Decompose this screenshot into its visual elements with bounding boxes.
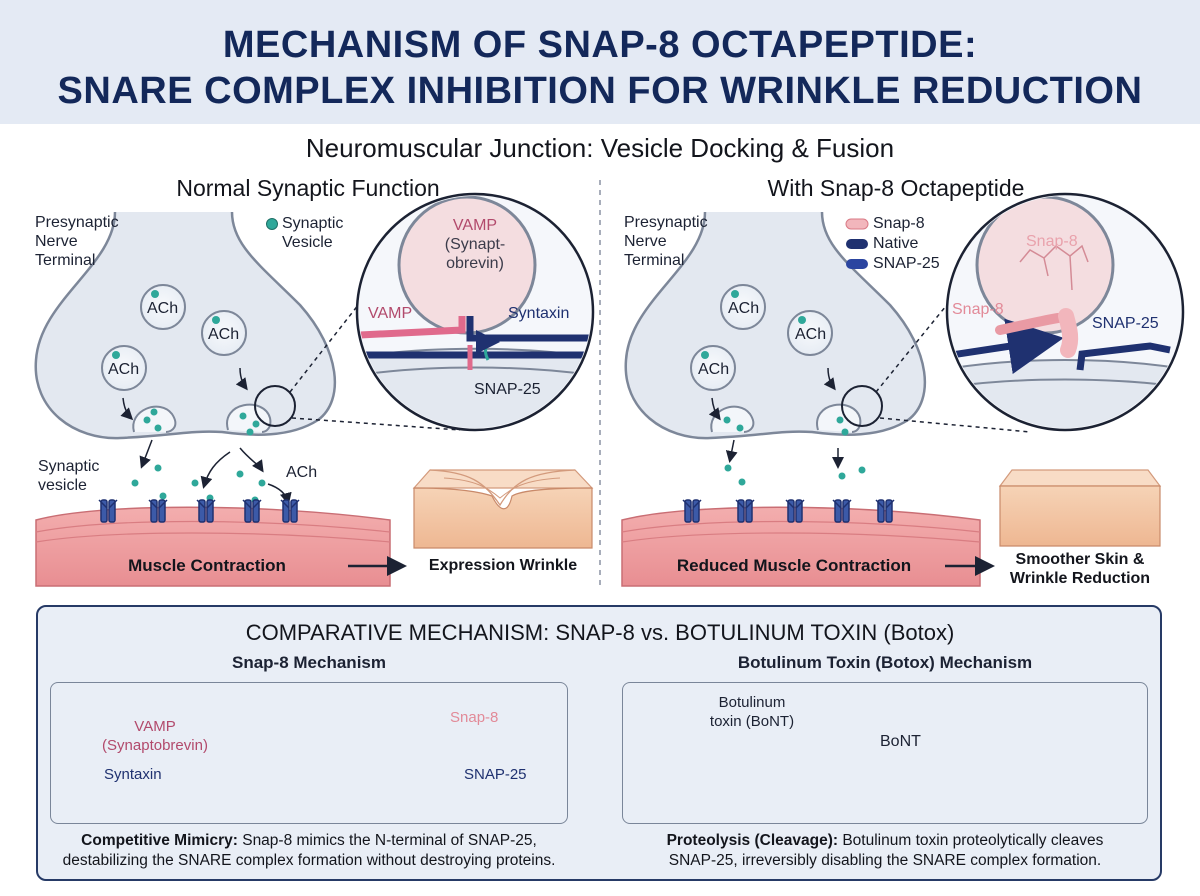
title-band (0, 0, 1200, 124)
normal-receptors (98, 499, 300, 523)
zoom-snap25-label: SNAP-25 (1092, 315, 1159, 332)
smoother-skin-label: Smoother Skin & Wrinkle Reduction (990, 550, 1170, 588)
normal-muscle (35, 506, 391, 587)
legend-snap25: SNAP-25 (873, 255, 940, 272)
terminal-label-line3: Terminal (35, 252, 96, 269)
page-title-line1: MECHANISM OF SNAP-8 OCTAPEPTIDE: (222, 24, 978, 66)
comparison-panel (36, 605, 1162, 881)
vamp-name-line2: (Synapt- (444, 236, 506, 253)
ach-label: ACh (208, 326, 240, 343)
muscle-contraction-label: Muscle Contraction (128, 556, 286, 575)
ach-release-label: ACh (286, 464, 318, 481)
botox-caption-rest: Botulinum toxin proteolytically cleaves (838, 832, 1104, 849)
cmp-vamp-line1: VAMP (134, 718, 176, 735)
bont-arrow-label: BoNT (880, 733, 921, 750)
wrinkle-skin-block (412, 469, 594, 549)
snap8-caption-rest: Snap-8 mimics the N-terminal of SNAP-25, (237, 832, 537, 849)
terminal-label-line1: Presynaptic (624, 214, 708, 231)
normal-zoom-marker (254, 385, 296, 427)
normal-panel-heading: Normal Synaptic Function (176, 175, 440, 201)
zoom-snap25-label: SNAP-25 (474, 381, 541, 398)
botox-caption-bold: Proteolysis (Cleavage): (666, 832, 839, 849)
vesicle-legend-dot (266, 218, 278, 230)
zoom-snap8-left-label: Snap-8 (952, 301, 1004, 318)
botox-mechanism-box (622, 682, 1148, 824)
legend-snap8: Snap-8 (873, 215, 925, 232)
snap8-receptors (682, 499, 895, 523)
snap8-mechanism-box (50, 682, 568, 824)
botulinum-toxin-label: Botulinum toxin (BoNT) (697, 693, 807, 731)
snap8-zoom-marker (841, 385, 883, 427)
synaptic-vesicle-line1: Synaptic (38, 458, 100, 475)
zoom-vamp-label: VAMP (368, 305, 413, 322)
vamp-name-line1: VAMP (452, 217, 498, 234)
snap8-muscle (621, 506, 981, 587)
terminal-label-line2: Nerve (624, 233, 667, 250)
zoom-syntaxin-label: Syntaxin (508, 305, 570, 322)
page-title-line2: SNARE COMPLEX INHIBITION FOR WRINKLE RED… (57, 70, 1143, 112)
toxin-label-line1: Botulinum (718, 694, 786, 711)
normal-terminal-label: Presynaptic Nerve Terminal (35, 213, 119, 270)
outcome-line1: Smoother Skin & (1015, 551, 1145, 568)
terminal-label-line3: Terminal (624, 252, 685, 269)
legend-native: Native (873, 235, 919, 252)
cmp-snap25-label: SNAP-25 (464, 766, 527, 783)
outcome-line2: Wrinkle Reduction (1009, 570, 1151, 587)
comparison-title: COMPARATIVE MECHANISM: SNAP-8 vs. BOTULI… (245, 620, 955, 645)
synaptic-vesicle-line2: vesicle (38, 477, 87, 494)
vamp-name-line3: obrevin) (446, 255, 504, 272)
legend-vesicle-line1: Synaptic (282, 215, 344, 232)
ach-label: ACh (147, 300, 179, 317)
ach-label: ACh (698, 361, 730, 378)
cmp-syntaxin-label: Syntaxin (104, 766, 162, 783)
zoom-snap8-top-label: Snap-8 (1026, 233, 1078, 250)
normal-vesicles (101, 284, 272, 436)
smooth-skin-block (998, 469, 1162, 547)
zoom-vamp-name: VAMP (Synapt- obrevin) (420, 216, 530, 273)
botox-mechanism-heading: Botulinum Toxin (Botox) Mechanism (737, 653, 1033, 672)
snap8-legend-swatches (845, 218, 869, 269)
cmp-vamp-line2: (Synaptobrevin) (102, 737, 208, 754)
reduced-contraction-label: Reduced Muscle Contraction (676, 556, 912, 575)
ach-label: ACh (795, 326, 827, 343)
snap8-caption-line2: destabilizing the SNARE complex formatio… (62, 852, 556, 869)
normal-ach-dots (131, 464, 266, 504)
botox-caption: Proteolysis (Cleavage): Botulinum toxin … (622, 831, 1148, 871)
snap8-caption-bold: Competitive Mimicry: (81, 832, 238, 849)
terminal-label-line1: Presynaptic (35, 214, 119, 231)
legend-vesicle-line2: Vesicle (282, 234, 333, 251)
vesicle-legend-label: Synaptic Vesicle (282, 214, 343, 252)
ach-label: ACh (108, 361, 140, 378)
snap8-release-arrows (708, 367, 844, 469)
snap8-mechanism-heading: Snap-8 Mechanism (232, 653, 386, 672)
snap8-ach-dots (724, 464, 866, 486)
snap8-legend: Snap-8 Native SNAP-25 (873, 214, 940, 273)
diagram-subtitle: Neuromuscular Junction: Vesicle Docking … (305, 133, 895, 163)
snap8-panel-heading: With Snap-8 Octapeptide (767, 175, 1025, 201)
terminal-label-line2: Nerve (35, 233, 78, 250)
ach-label: ACh (728, 300, 760, 317)
synaptic-vesicle-label: Synaptic vesicle (38, 457, 99, 495)
cmp-snap8-label: Snap-8 (450, 709, 499, 726)
snap8-terminal-label: Presynaptic Nerve Terminal (624, 213, 708, 270)
snap8-vesicles (690, 284, 862, 436)
cmp-vamp-label: VAMP (Synaptobrevin) (80, 717, 230, 755)
expression-wrinkle-label: Expression Wrinkle (428, 557, 578, 574)
snap8-caption: Competitive Mimicry: Snap-8 mimics the N… (50, 831, 568, 871)
botox-caption-line2: SNAP-25, irreversibly disabling the SNAR… (668, 852, 1102, 869)
toxin-label-line2: toxin (BoNT) (709, 713, 795, 730)
